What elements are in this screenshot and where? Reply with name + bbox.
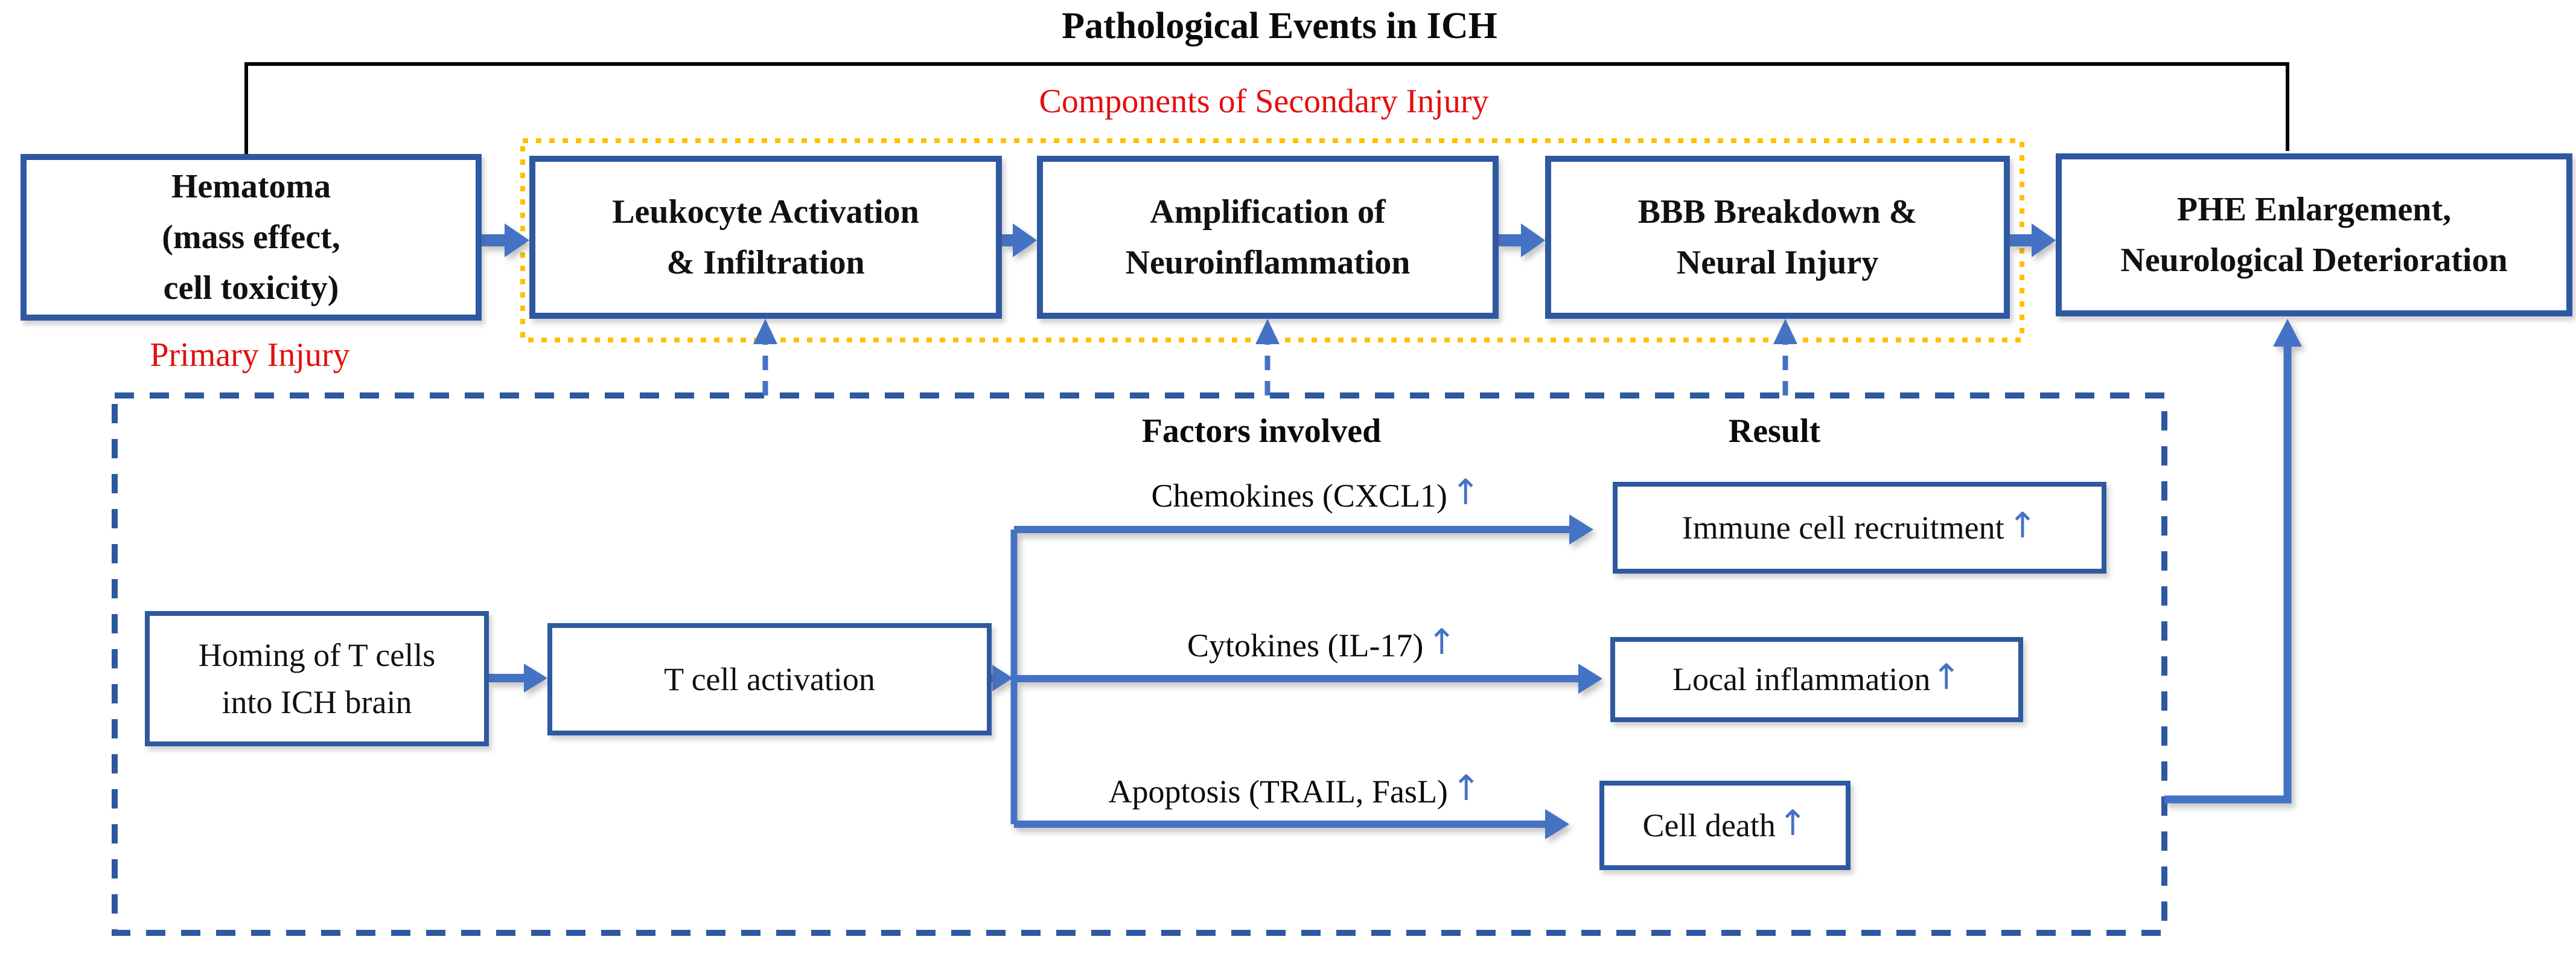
phe-box-line2: Neurological Deterioration <box>2120 242 2508 279</box>
dashed-arrow-to-amplification <box>1255 319 1280 395</box>
chemokines-factor-label: Chemokines (CXCL1)↑ <box>1026 475 1605 514</box>
hematoma-box-line2: (mass effect, <box>162 219 340 256</box>
cell-death-text: Cell death <box>1642 807 1776 844</box>
mechanism-dashed-border <box>112 392 2167 936</box>
phe-box-line1: PHE Enlargement, <box>2176 191 2452 228</box>
hematoma-box-line3: cell toxicity) <box>163 269 339 307</box>
result-header: Result <box>1728 412 1821 450</box>
apoptosis-up-arrow-icon: ↑ <box>1451 767 1481 808</box>
bbb-box-line2: Neural Injury <box>1676 244 1879 281</box>
leukocyte-box-line2: & Infiltration <box>666 244 865 281</box>
tcell-box-line1: T cell activation <box>664 661 875 697</box>
chemokines-up-arrow-icon: ↑ <box>1450 472 1481 513</box>
bbb-breakdown-box: BBB Breakdown & Neural Injury <box>1545 156 2010 319</box>
amplification-box-line1: Amplification of <box>1150 193 1386 231</box>
dashed-arrow-to-leukocyte <box>753 319 777 395</box>
leukocyte-activation-box: Leukocyte Activation & Infiltration <box>529 156 1002 319</box>
arrow-homing-to-tcell <box>489 664 547 693</box>
amplification-box-line2: Neuroinflammation <box>1125 244 1411 281</box>
arrow-tcell-to-branch <box>992 665 1013 691</box>
cytokines-label-text: Cytokines (IL-17) <box>1187 627 1424 664</box>
chemokines-label-text: Chemokines (CXCL1) <box>1151 478 1447 514</box>
cytokines-factor-label: Cytokines (IL-17)↑ <box>1080 624 1563 664</box>
diagram-title: Pathological Events in ICH <box>1062 5 1497 46</box>
arrow-apoptosis-line <box>1014 809 1569 839</box>
local-inflammation-text: Local inflammation <box>1672 661 1931 698</box>
factors-involved-header: Factors involved <box>1141 412 1382 450</box>
top-flow-arrows <box>482 223 2056 257</box>
immune-recruitment-text: Immune cell recruitment <box>1682 509 2004 546</box>
local-inflammation-up-arrow-icon: ↑ <box>1931 656 1961 698</box>
arrow-bbb-to-phe <box>2010 223 2056 257</box>
arrow-panel-to-phe <box>2164 319 2302 804</box>
dashed-up-arrows <box>753 319 1797 395</box>
apoptosis-label-text: Apoptosis (TRAIL, FasL) <box>1108 773 1448 810</box>
arrow-cytokines-line <box>1014 664 1602 694</box>
amplification-box: Amplification of Neuroinflammation <box>1037 156 1499 319</box>
mechanism-connectors <box>489 319 2302 839</box>
arrow-chemokines-line <box>1014 514 1593 545</box>
homing-box-line2: into ICH brain <box>222 684 412 720</box>
immune-cell-recruitment-box: Immune cell recruitment ↑ <box>1613 482 2106 574</box>
cell-death-up-arrow-icon: ↑ <box>1777 802 1808 844</box>
arrow-amplification-to-bbb <box>1499 223 1545 257</box>
secondary-injury-label: Components of Secondary Injury <box>1039 83 1489 120</box>
top-bracket-line <box>244 62 2289 156</box>
arrow-leukocyte-to-amplification <box>1002 223 1037 257</box>
homing-tcells-box: Homing of T cells into ICH brain <box>145 611 489 746</box>
primary-injury-label: Primary Injury <box>150 336 350 374</box>
hematoma-box: Hematoma (mass effect, cell toxicity) <box>21 154 482 321</box>
homing-box-line1: Homing of T cells <box>198 636 436 673</box>
hematoma-box-line1: Hematoma <box>171 168 331 205</box>
arrow-hematoma-to-leukocyte <box>482 223 529 257</box>
apoptosis-factor-label: Apoptosis (TRAIL, FasL)↑ <box>1020 770 1569 810</box>
bbb-box-line1: BBB Breakdown & <box>1637 193 1918 231</box>
local-inflammation-box: Local inflammation↑ <box>1610 637 2023 722</box>
cell-death-box: Cell death↑ <box>1599 781 1851 870</box>
tcell-activation-box: T cell activation <box>547 623 992 735</box>
immune-recruitment-up-arrow-icon: ↑ <box>2007 504 2038 546</box>
leukocyte-box-line1: Leukocyte Activation <box>612 193 919 231</box>
cytokines-up-arrow-icon: ↑ <box>1427 621 1457 662</box>
dashed-arrow-to-bbb <box>1773 319 1797 395</box>
phe-enlargement-box: PHE Enlargement, Neurological Deteriorat… <box>2056 153 2572 316</box>
